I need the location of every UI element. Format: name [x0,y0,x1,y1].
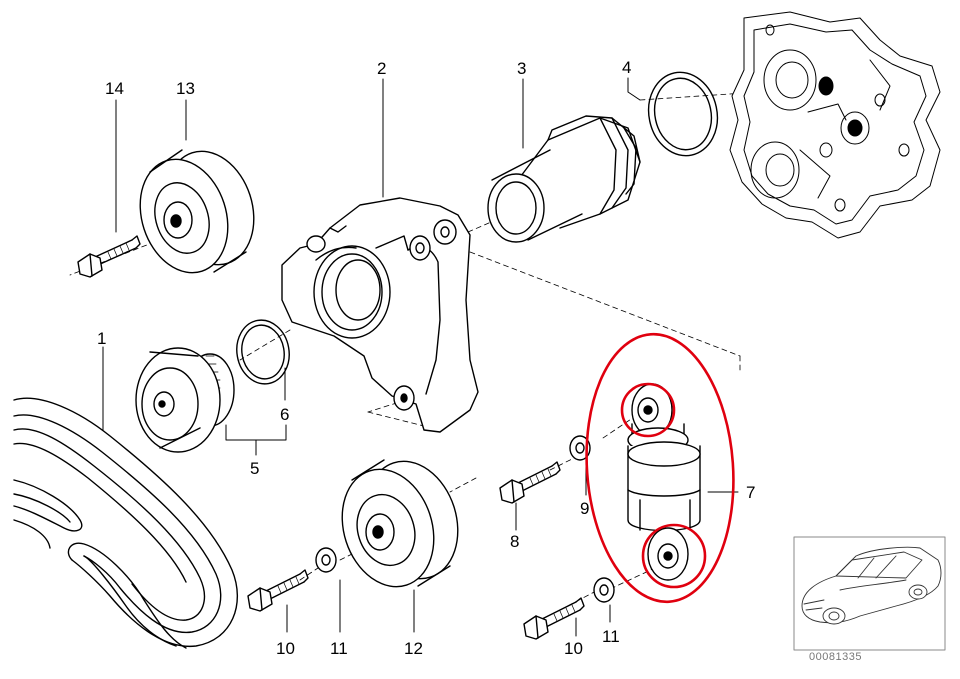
o-ring-middle [236,319,290,385]
idler-pulley-upper [139,149,255,274]
vehicle-thumbnail [793,536,946,651]
highlight-upper-eye [620,382,676,438]
callout-12: 12 [404,639,423,658]
highlight-lower-eye [641,523,707,589]
callout-9: 9 [580,499,590,518]
o-ring-upper [647,71,719,157]
callout-1: 1 [97,329,107,348]
highlight-damper-outline [585,332,735,604]
bolt-upper [77,235,141,278]
hydraulic-damper [627,383,701,581]
callout-11-right: 11 [602,627,620,646]
callout-8: 8 [510,532,520,551]
highlight-annotations [585,332,735,604]
callout-4: 4 [622,58,632,77]
callout-3: 3 [517,59,527,78]
callout-5: 5 [250,459,260,478]
threaded-pulley [135,347,235,453]
washer-lower-right [593,577,615,603]
callout-10-right: 10 [564,639,583,658]
drive-belt [13,397,239,649]
bolt-lower-left [247,569,309,612]
callout-14: 14 [105,79,124,98]
leader-lines [102,77,739,637]
diagram-reference-number: 00081335 [809,651,862,663]
washer-middle [569,435,591,461]
idler-pulley-lower [341,459,459,588]
callout-6: 6 [280,405,290,424]
callout-2: 2 [377,59,387,78]
engine-cover [729,11,941,239]
callout-10-left: 10 [276,639,295,658]
callout-11-left: 11 [330,639,348,658]
callout-13: 13 [176,79,195,98]
washer-lower-left [315,547,337,573]
tensioner-housing [281,197,479,433]
bolt-lower-right [523,597,585,640]
spacer-sleeve [487,115,641,243]
callout-7: 7 [746,483,756,502]
bolt-middle [499,461,561,504]
